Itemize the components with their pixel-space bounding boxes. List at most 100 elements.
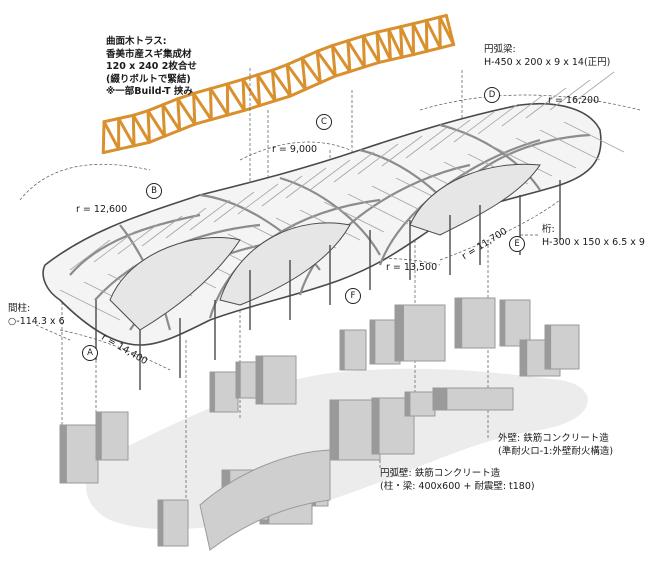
vault-shell: [219, 222, 351, 306]
concrete-wall-edge: [330, 400, 339, 460]
timber-truss-web: [387, 27, 392, 62]
timber-truss-web: [315, 49, 337, 78]
girder-label-line: 桁:: [542, 224, 555, 235]
timber-truss-label-line: ※一部Build-T 挟み: [106, 86, 193, 97]
timber-truss-web: [387, 27, 404, 59]
timber-truss-web: [102, 120, 121, 151]
vault-shell: [409, 163, 541, 236]
zone-marker-c: C: [316, 114, 332, 130]
arc-beam-label-line: 円弧梁:: [484, 44, 516, 55]
timber-truss-web: [361, 34, 366, 69]
timber-truss-web: [146, 109, 151, 144]
timber-truss-web: [161, 103, 182, 132]
timber-truss-web: [330, 44, 352, 74]
concrete-wall-edge: [433, 388, 448, 410]
timber-truss-web: [438, 15, 442, 50]
zone-marker-b: B: [146, 183, 162, 199]
roof-lattice-line: [285, 167, 327, 199]
concrete-wall-edge: [60, 425, 67, 483]
vault-shell: [109, 237, 241, 331]
concrete-wall-edge: [340, 330, 345, 370]
exterior-wall-label: 外壁: 鉄筋コンクリート造 (準耐火ロ-1:外壁耐火構造): [498, 433, 613, 458]
roof-lattice-line: [357, 143, 399, 175]
timber-truss-web: [285, 63, 307, 91]
girder-label: 桁: H-300 x 150 x 6.5 x 9: [542, 224, 645, 249]
radius-label-c: r = 9,000: [272, 144, 318, 155]
timber-truss-label: 曲面木トラス: 香美市産スギ集成材 120 x 240 2枚合せ (綴りボルトで…: [106, 36, 197, 99]
radius-arc: [439, 199, 561, 261]
timber-truss-web: [399, 25, 404, 59]
timber-truss-web: [256, 73, 277, 103]
timber-truss-web: [131, 113, 136, 148]
roof-lattice-line: [405, 127, 447, 159]
roof-lattice-line: [501, 95, 543, 127]
curved-concrete-wall: [199, 449, 331, 551]
timber-truss-web: [375, 30, 381, 64]
roof-lattice-line: [333, 151, 375, 183]
exterior-wall-label-line: (準耐火ロ-1:外壁耐火構造): [498, 445, 614, 457]
timber-truss-web: [270, 68, 277, 103]
arc-beam-label-line: H-450 x 200 x 9 x 14(正円): [484, 56, 611, 68]
timber-truss-web: [330, 44, 337, 78]
timber-truss-web: [399, 25, 416, 57]
timber-truss-web: [241, 77, 246, 112]
timber-truss-web: [176, 97, 197, 126]
timber-truss-web: [225, 82, 246, 112]
concrete-wall-edge: [256, 356, 264, 404]
timber-truss-web: [315, 49, 322, 85]
zone-marker-a: A: [82, 345, 98, 361]
timber-truss-web: [131, 113, 151, 144]
timber-truss-label-line: (綴りボルトで緊結): [106, 73, 191, 85]
roof-lattice-line: [165, 207, 207, 239]
roof-lattice-line: [261, 175, 303, 207]
roof-lattice-line: [213, 191, 255, 223]
arc-wall-label-line: 円弧壁: 鉄筋コンクリート造: [380, 468, 501, 479]
roof-lattice-line: [347, 193, 409, 225]
radius-label-b: r = 12,600: [76, 204, 128, 215]
timber-truss-web: [375, 30, 392, 62]
column-label-line: 間柱:: [8, 303, 31, 314]
timber-truss-web: [241, 77, 262, 108]
roof-lattice-line: [189, 199, 231, 231]
column-label-line: ○-114.3 x 6: [8, 315, 65, 327]
roof-lattice-line: [491, 145, 553, 177]
timber-truss-web: [208, 87, 230, 117]
timber-truss-web: [161, 103, 167, 138]
roof-lattice-line: [59, 289, 121, 321]
roof-lattice-line: [69, 239, 111, 271]
roof-lattice-line: [453, 111, 495, 143]
concrete-wall-edge: [236, 362, 241, 398]
arc-beam-rib: [298, 163, 471, 296]
steel-roof-frame: [42, 71, 625, 346]
timber-truss-web: [192, 91, 213, 122]
arc-beam-label: 円弧梁: H-450 x 200 x 9 x 14(正円): [484, 44, 610, 69]
roof-lattice-line: [323, 201, 385, 233]
roof-lattice-line: [141, 215, 183, 247]
radius-arc: [239, 141, 351, 161]
timber-truss-web: [285, 63, 292, 98]
timber-truss-web: [117, 117, 136, 148]
arc-wall-label-line: (柱・梁: 400x600 + 耐震壁: t180): [380, 480, 535, 492]
timber-truss-web: [300, 56, 307, 91]
concrete-wall-edge: [395, 305, 404, 361]
timber-truss-web: [346, 39, 366, 69]
roof-lattice-line: [525, 87, 567, 119]
concrete-wall-edge: [370, 320, 376, 364]
concrete-wall-edge: [545, 325, 552, 369]
timber-truss-label-line: 香美市産スギ集成材: [106, 48, 192, 60]
concrete-wall-edge: [405, 392, 411, 416]
timber-truss-web: [176, 97, 182, 132]
roof-lattice-line: [539, 129, 601, 161]
roof-lattice-line: [381, 135, 423, 167]
roof-lattice-line: [309, 159, 351, 191]
concrete-wall-edge: [372, 398, 380, 454]
zone-marker-e: E: [509, 236, 525, 252]
roof-lattice-line: [563, 121, 625, 153]
arc-beam-rib: [439, 123, 541, 191]
timber-truss-web: [256, 73, 262, 108]
timber-truss-web: [101, 120, 106, 155]
concrete-wall-edge: [158, 500, 164, 546]
timber-truss-web: [192, 91, 197, 126]
roof-lattice-line: [549, 79, 591, 111]
